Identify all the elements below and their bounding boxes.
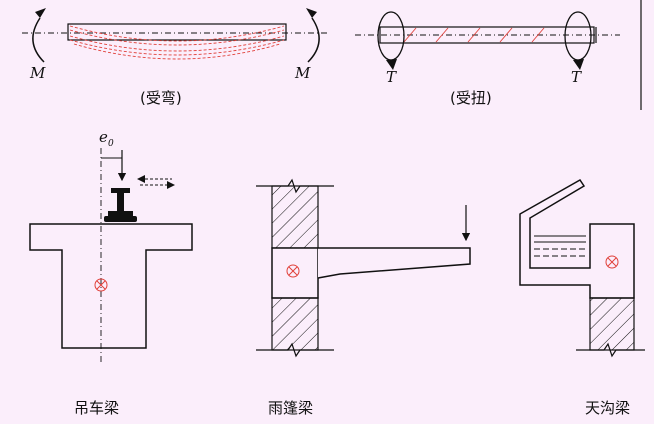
moment-label-left: M	[29, 64, 46, 82]
section-center-cross-icon	[605, 255, 619, 269]
rail-section-icon	[104, 188, 137, 222]
torsion-beam	[379, 26, 595, 44]
bending-beam-figure: M M (受弯)	[22, 8, 330, 107]
gutter-channel	[519, 179, 635, 299]
crane-beam-caption: 吊车梁	[74, 399, 119, 417]
canopy-beam-caption: 雨篷梁	[268, 399, 313, 417]
eccentricity-symbol: e	[99, 128, 108, 146]
moment-arc-left	[32, 17, 45, 63]
horizontal-arrow-left-icon	[137, 175, 145, 183]
canopy-beam-figure: 雨篷梁	[256, 178, 471, 417]
eccentricity-subscript: 0	[108, 139, 114, 149]
bending-beam	[67, 23, 287, 41]
bending-deflection-curves	[69, 25, 285, 60]
moment-arc-right	[307, 17, 320, 63]
torque-arrow-left-icon	[386, 59, 397, 70]
crane-beam-figure: e 0 吊车梁	[29, 128, 193, 417]
torque-arrow-right-icon	[573, 59, 584, 70]
section-center-cross-icon	[286, 264, 300, 278]
moment-label-right: M	[294, 64, 311, 82]
gutter-wall-break-line	[576, 342, 645, 358]
torque-loop-right	[564, 11, 592, 61]
moment-arrow-right-icon	[306, 8, 317, 18]
horizontal-arrow-right-icon	[167, 181, 175, 189]
horizontal-force-arrow	[140, 178, 172, 186]
upper-wall	[271, 185, 319, 249]
moment-arrow-left-icon	[35, 8, 46, 18]
torsion-twist-lines	[403, 27, 545, 43]
torsion-beam-figure: T T (受扭)	[355, 11, 620, 107]
section-center-cross-icon	[94, 278, 108, 292]
torsion-caption: (受扭)	[450, 89, 492, 107]
torque-loop-left	[377, 11, 405, 61]
torque-label-right: T	[571, 68, 582, 86]
lower-wall	[271, 297, 319, 351]
gutter-lower-wall	[589, 297, 635, 351]
gutter-beam-figure: 天沟梁	[519, 179, 645, 417]
crane-beam-section	[29, 223, 193, 349]
torque-label-left: T	[386, 68, 397, 86]
gutter-beam-caption: 天沟梁	[585, 399, 630, 417]
canopy-slab	[317, 247, 471, 279]
bending-caption: (受弯)	[140, 89, 182, 107]
gutter-water	[534, 235, 586, 257]
lower-wall-break-line	[256, 342, 334, 358]
upper-wall-break-line	[256, 178, 334, 194]
